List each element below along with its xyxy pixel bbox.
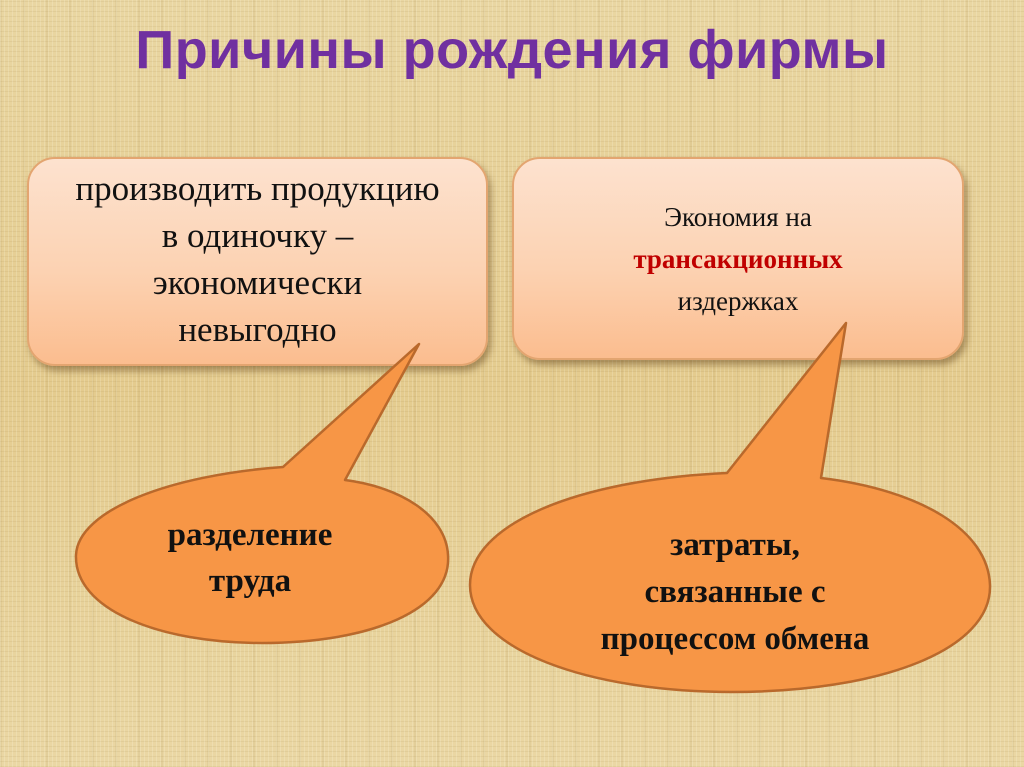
reason-box-transaction-costs: Экономия на трансакционных издержках [512,157,964,360]
slide-title: Причины рождения фирмы [135,20,889,80]
highlighted-term: трансакционных [633,243,843,274]
reason-line: издержках [677,285,799,316]
callout-text-exchange-costs: затраты, связанные с процессом обмена [520,522,950,663]
reason-box-solo-production: производить продукцию в одиночку – эконо… [27,157,488,366]
reason-line: экономически [152,262,363,302]
reason-line: производить продукцию [75,168,440,208]
callout-line: труда [208,563,292,599]
reason-line: Экономия на [664,201,812,232]
callout-line: затраты, [670,527,800,563]
reason-line: невыгодно [178,309,337,349]
callout-line: процессом обмена [600,621,870,657]
callout-line: связанные с [644,574,826,610]
callout-text-division-of-labor: разделение труда [100,512,400,604]
reason-line: в одиночку – [161,215,354,255]
callout-line: разделение [167,517,333,553]
